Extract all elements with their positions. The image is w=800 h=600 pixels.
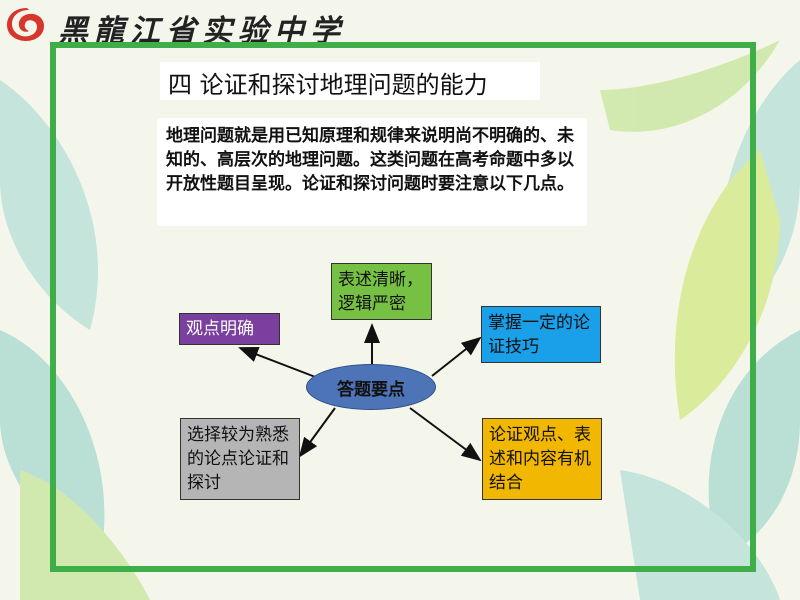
- center-label: 答题要点: [337, 379, 405, 400]
- center-ellipse: 答题要点: [306, 364, 436, 410]
- node-familiar-arguments: 选择较为熟悉的论点论证和探讨: [180, 418, 300, 500]
- content-frame: [50, 42, 756, 572]
- node-clear-viewpoint: 观点明确: [179, 313, 280, 345]
- node-organic-combination: 论证观点、表述和内容有机结合: [482, 418, 602, 500]
- intro-background: [157, 118, 587, 226]
- leaf-shape: [600, 40, 780, 132]
- node-argument-skills: 掌握一定的论证技巧: [481, 306, 601, 363]
- title-background: [160, 62, 540, 100]
- leaf-shape: [0, 80, 98, 330]
- intro-paragraph: 地理问题就是用已知原理和规律来说明尚不明确的、未知的、高层次的地理问题。这类问题…: [166, 126, 574, 194]
- swirl-logo-icon: [7, 8, 44, 41]
- slide-title: 四 论证和探讨地理问题的能力: [168, 71, 488, 99]
- node-clear-expression: 表述清晰，逻辑严密: [331, 263, 432, 320]
- header-bar: 黑龍江省实验中学: [0, 0, 800, 49]
